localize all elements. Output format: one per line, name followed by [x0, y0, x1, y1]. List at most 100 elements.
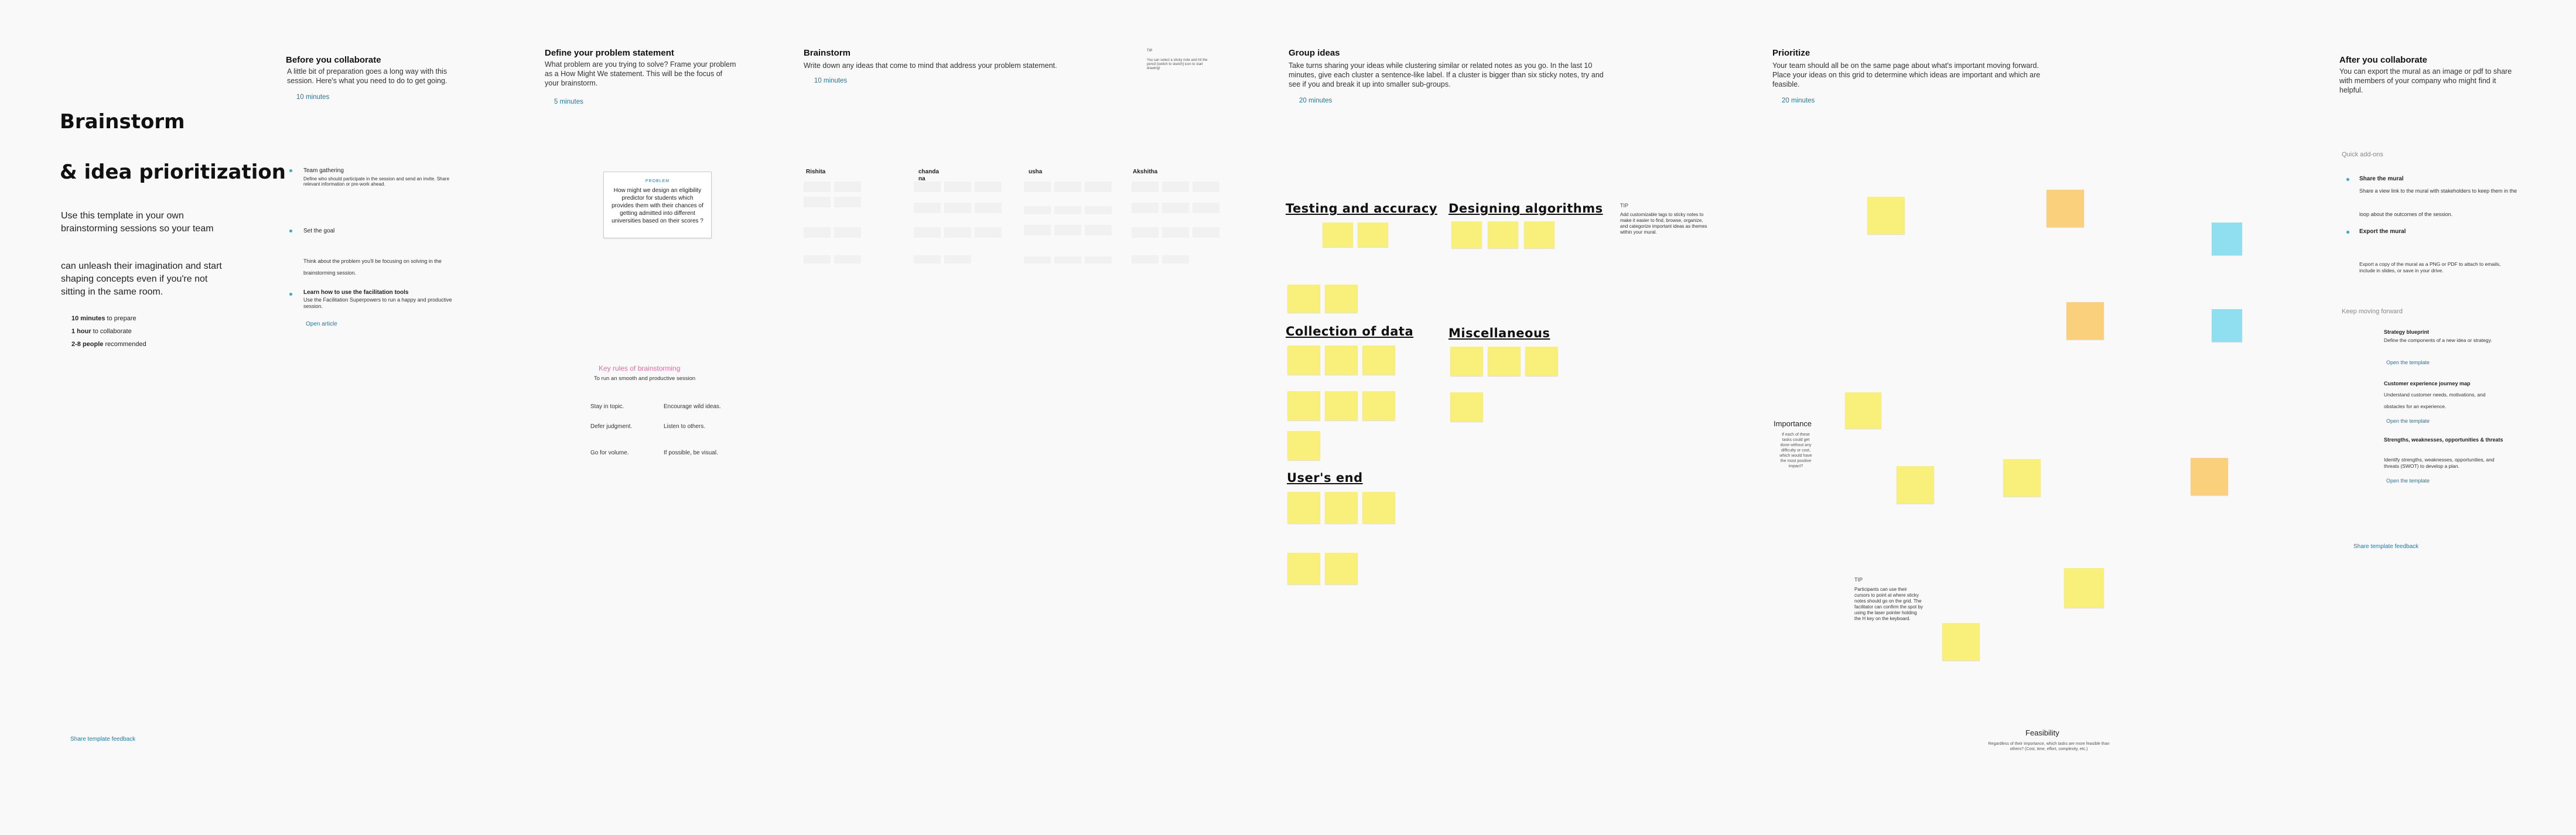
brainstorm-note[interactable]: [834, 182, 861, 192]
brainstorm-note[interactable]: [804, 197, 831, 207]
brainstorm-note[interactable]: [944, 182, 971, 192]
sticky-note[interactable]: [1525, 347, 1558, 376]
brainstorm-note[interactable]: [1024, 206, 1051, 214]
sticky-note[interactable]: [1325, 391, 1358, 420]
sticky-note[interactable]: [1362, 391, 1395, 420]
sticky-note[interactable]: [1451, 221, 1482, 248]
sticky-note[interactable]: [1524, 221, 1555, 248]
keep-moving-heading: Keep moving forward: [2342, 308, 2403, 315]
template-journey-text: Understand customer needs, motivations, …: [2384, 392, 2486, 409]
brainstorm-note[interactable]: [1132, 182, 1159, 192]
sticky-note[interactable]: [2003, 459, 2041, 497]
brainstorm-note[interactable]: [1193, 227, 1219, 238]
brainstorm-note[interactable]: [944, 203, 971, 213]
sticky-note[interactable]: [2078, 396, 2116, 425]
brainstorm-note[interactable]: [1024, 225, 1051, 235]
sticky-note[interactable]: [2212, 223, 2242, 255]
sticky-note[interactable]: [1867, 197, 1905, 234]
share-template-feedback-link[interactable]: Share template feedback: [70, 736, 136, 742]
sticky-note[interactable]: [2154, 275, 2187, 299]
problem-card[interactable]: PROBLEM How might we design an eligibili…: [603, 172, 712, 238]
brainstorm-note[interactable]: [975, 203, 1002, 213]
sticky-note[interactable]: [1287, 553, 1320, 584]
sticky-note[interactable]: [2212, 309, 2242, 342]
sticky-note[interactable]: [1845, 392, 1881, 429]
sticky-note[interactable]: [1287, 431, 1320, 460]
sticky-note[interactable]: [1450, 392, 1483, 422]
sticky-note[interactable]: [1287, 391, 1320, 420]
brainstorm-note[interactable]: [914, 227, 941, 238]
open-journey-template-link[interactable]: Open the template: [2386, 418, 2430, 424]
open-article-link[interactable]: Open article: [306, 321, 337, 327]
sticky-note[interactable]: [1897, 466, 1934, 504]
brainstorm-note[interactable]: [834, 197, 861, 207]
sticky-note[interactable]: [1358, 223, 1388, 247]
brainstorm-note[interactable]: [1054, 256, 1081, 263]
brainstorm-note[interactable]: [804, 255, 831, 263]
brainstorm-note[interactable]: [1162, 182, 1189, 192]
sticky-note[interactable]: [1287, 492, 1320, 523]
prep-time-bold: 10 minutes: [71, 315, 105, 322]
brainstorm-note[interactable]: [1162, 255, 1189, 263]
sticky-note[interactable]: [1287, 345, 1320, 375]
sticky-note[interactable]: [2064, 568, 2104, 608]
after-share-feedback-link[interactable]: Share template feedback: [2353, 543, 2419, 550]
sticky-note[interactable]: [2154, 180, 2187, 193]
brainstorm-note[interactable]: [1024, 256, 1051, 263]
sticky-note[interactable]: [1325, 285, 1358, 313]
brainstorm-note[interactable]: [1162, 227, 1189, 238]
sticky-note[interactable]: [2172, 609, 2212, 638]
sticky-note[interactable]: [1287, 253, 1318, 278]
brainstorm-note[interactable]: [914, 255, 941, 263]
brainstorm-note[interactable]: [804, 227, 831, 238]
brainstorm-note[interactable]: [804, 182, 831, 192]
rule-1: Stay in topic.: [590, 403, 624, 410]
brainstorm-note[interactable]: [834, 255, 861, 263]
open-swot-template-link[interactable]: Open the template: [2386, 478, 2430, 484]
sticky-note[interactable]: [2066, 302, 2104, 340]
brainstorm-note[interactable]: [1132, 255, 1159, 263]
sticky-note[interactable]: [1898, 300, 1933, 335]
open-strategy-template-link[interactable]: Open the template: [2386, 360, 2430, 365]
share-mural-title: Share the mural: [2359, 176, 2404, 182]
sticky-note[interactable]: [1287, 285, 1320, 313]
sticky-note[interactable]: [1362, 492, 1395, 523]
sticky-note[interactable]: [1488, 221, 1518, 248]
brainstorm-note[interactable]: [944, 227, 971, 238]
brainstorm-note[interactable]: [914, 182, 941, 192]
brainstorm-note[interactable]: [1193, 182, 1219, 192]
brainstorm-note[interactable]: [944, 255, 971, 263]
sticky-note[interactable]: [1323, 223, 1353, 247]
sticky-note[interactable]: [1488, 347, 1521, 376]
brainstorm-note[interactable]: [1085, 206, 1112, 214]
sticky-note[interactable]: [2191, 458, 2228, 495]
brainstorm-note[interactable]: [1085, 256, 1112, 263]
sticky-note[interactable]: [1325, 492, 1358, 523]
brainstorm-note[interactable]: [1132, 203, 1159, 213]
sticky-note[interactable]: [1287, 223, 1318, 247]
brainstorm-note[interactable]: [975, 182, 1002, 192]
brainstorm-note[interactable]: [1054, 182, 1081, 192]
brainstorm-note[interactable]: [914, 203, 941, 213]
cluster-testing-accuracy: Testing and accuracy: [1286, 201, 1437, 215]
brainstorm-note[interactable]: [1054, 225, 1081, 235]
sticky-note[interactable]: [2047, 190, 2084, 227]
sticky-note[interactable]: [2126, 348, 2161, 371]
sticky-note[interactable]: [1362, 345, 1395, 375]
brainstorm-note[interactable]: [1054, 206, 1081, 214]
sticky-note[interactable]: [1450, 347, 1483, 376]
brainstorm-note[interactable]: [1193, 203, 1219, 213]
sticky-note[interactable]: [1948, 382, 1990, 419]
sticky-note[interactable]: [1325, 345, 1358, 375]
brainstorm-note[interactable]: [975, 227, 1002, 238]
sticky-note[interactable]: [1325, 553, 1358, 584]
sticky-note[interactable]: [1995, 294, 2032, 319]
brainstorm-note[interactable]: [1132, 227, 1159, 238]
brainstorm-note[interactable]: [834, 227, 861, 238]
brainstorm-note[interactable]: [1162, 203, 1189, 213]
brainstorm-note[interactable]: [1024, 182, 1051, 192]
sticky-note[interactable]: [1942, 623, 1980, 661]
sticky-note[interactable]: [1947, 543, 1984, 581]
brainstorm-note[interactable]: [1085, 182, 1112, 192]
brainstorm-note[interactable]: [1085, 225, 1112, 235]
